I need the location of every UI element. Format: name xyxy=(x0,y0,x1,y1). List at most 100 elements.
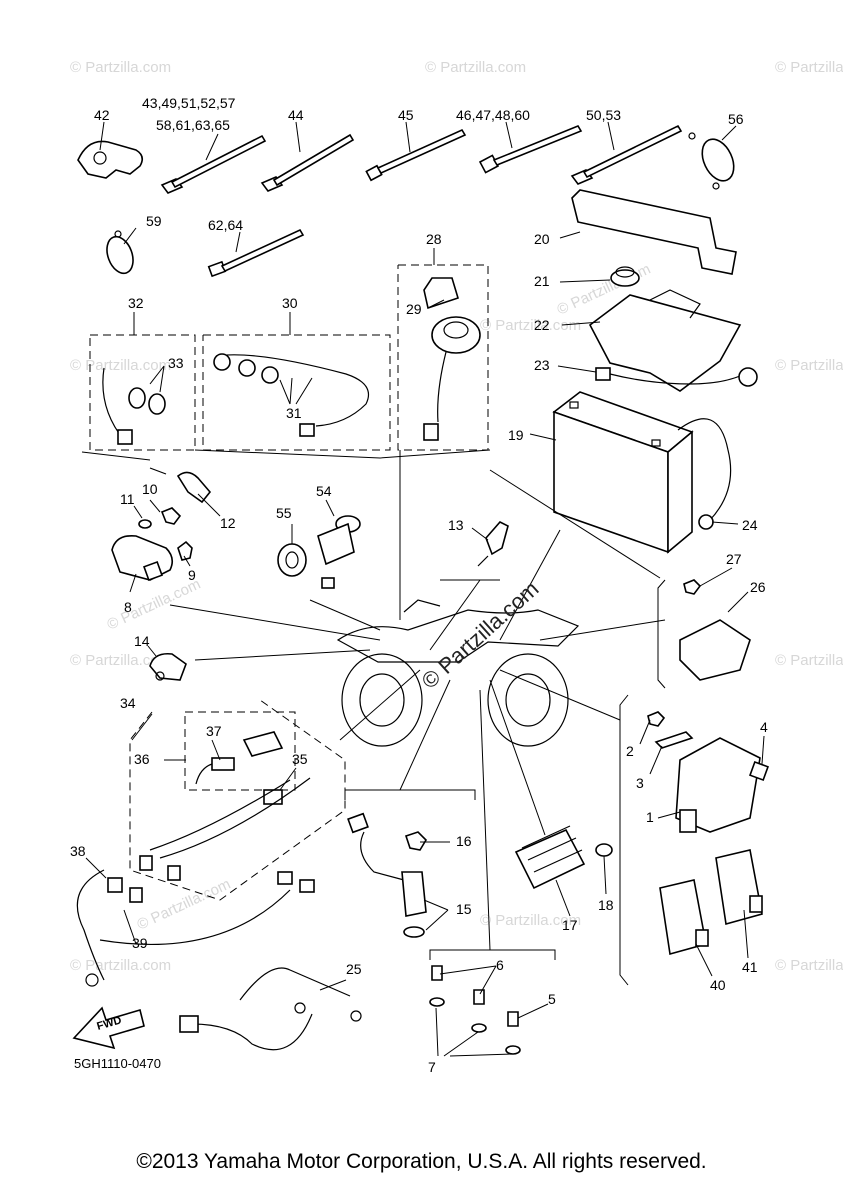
callout-6: 6 xyxy=(496,957,504,973)
grommet-59 xyxy=(106,230,134,275)
callout-46: 46,47,48,60 xyxy=(456,107,530,123)
sensor-15 xyxy=(347,812,427,938)
callout-43: 43,49,51,52,57 xyxy=(142,95,236,111)
callout-17: 17 xyxy=(562,917,578,933)
bracket-15 xyxy=(344,789,476,800)
relay-26 xyxy=(679,619,751,681)
callout-19: 19 xyxy=(508,427,524,443)
callout-29: 29 xyxy=(406,301,422,317)
box-36 xyxy=(184,711,296,791)
diagram-code: 5GH1110-0470 xyxy=(74,1056,161,1071)
atv-silhouette xyxy=(336,599,580,747)
callout-16: 16 xyxy=(456,833,472,849)
callout-14: 14 xyxy=(134,633,150,649)
callout-12: 12 xyxy=(220,515,236,531)
callout-32: 32 xyxy=(128,295,144,311)
bolt-16 xyxy=(404,831,428,851)
battery-box-22 xyxy=(588,289,742,392)
callout-1: 1 xyxy=(646,809,654,825)
callout-36: 36 xyxy=(134,751,150,767)
callout-23: 23 xyxy=(534,357,550,373)
callout-44: 44 xyxy=(288,107,304,123)
callout-34: 34 xyxy=(120,695,136,711)
callout-41: 41 xyxy=(742,959,758,975)
bracket-6 xyxy=(429,949,556,960)
bolt-18 xyxy=(595,843,613,857)
callout-9: 9 xyxy=(188,567,196,583)
callout-leaders xyxy=(85,121,765,1057)
cap-12 xyxy=(149,467,212,504)
callout-40: 40 xyxy=(710,977,726,993)
watermark: © Partzilla.com xyxy=(775,59,843,76)
grommet-56 xyxy=(688,132,735,190)
cable-tie-46 xyxy=(478,125,583,174)
callout-24: 24 xyxy=(742,517,758,533)
callout-42: 42 xyxy=(94,107,110,123)
callout-3: 3 xyxy=(636,775,644,791)
bolt-10 xyxy=(160,507,182,525)
callout-25: 25 xyxy=(346,961,362,977)
bracket-26 xyxy=(657,579,666,689)
switch-14 xyxy=(149,652,187,681)
watermark-center: © Partzilla.com xyxy=(417,576,544,694)
callout-7: 7 xyxy=(428,1059,436,1075)
callout-62: 62,64 xyxy=(208,217,243,233)
harness-34 xyxy=(139,777,311,881)
cable-tie-44 xyxy=(260,133,355,192)
lead-32 xyxy=(102,367,166,445)
cover-40 xyxy=(659,879,709,956)
callout-8: 8 xyxy=(124,599,132,615)
callout-50: 50,53 xyxy=(586,107,621,123)
washer-11 xyxy=(138,519,152,529)
bolt-2 xyxy=(647,711,666,727)
callout-11: 11 xyxy=(120,491,135,507)
socket-54 xyxy=(317,515,361,589)
watermark: © Partzilla.com xyxy=(425,59,526,76)
callout-28: 28 xyxy=(426,231,442,247)
lead-39 xyxy=(99,871,315,945)
box-34 xyxy=(129,699,346,901)
callout-18: 18 xyxy=(598,897,614,913)
callout-31: 31 xyxy=(286,405,302,421)
box-30 xyxy=(202,334,391,451)
battery-19 xyxy=(552,391,694,554)
callout-59: 59 xyxy=(146,213,162,229)
watermark: © Partzilla.com xyxy=(775,357,843,374)
watermark: © Partzilla.com xyxy=(70,357,171,374)
lead-38 xyxy=(76,869,143,987)
clamp-42 xyxy=(77,140,144,179)
callout-4: 4 xyxy=(760,719,768,735)
callout-22: 22 xyxy=(534,317,550,333)
fwd-arrow: FWD xyxy=(72,1006,145,1050)
lead-30 xyxy=(213,353,370,437)
callout-56: 56 xyxy=(728,111,744,127)
callout-10: 10 xyxy=(142,481,158,497)
callout-55: 55 xyxy=(276,505,292,521)
watermark: © Partzilla.com xyxy=(70,957,171,974)
cover-41 xyxy=(715,849,763,926)
callout-2: 2 xyxy=(626,743,634,759)
callout-39: 39 xyxy=(132,935,148,951)
callout-5: 5 xyxy=(548,991,556,1007)
cap-21 xyxy=(610,266,640,287)
starter-relay-8 xyxy=(111,534,174,581)
cable-tie-62 xyxy=(207,228,305,278)
callout-13: 13 xyxy=(448,517,464,533)
watermark: © Partzilla.com xyxy=(70,652,171,669)
callout-27: 27 xyxy=(726,551,742,567)
callout-labels: 1 2 3 4 5 6 7 8 9 10 11 12 13 14 15 16 1… xyxy=(70,95,768,1075)
callout-43b: 58,61,63,65 xyxy=(156,117,230,133)
coupler-35 xyxy=(263,789,283,805)
fuse-37 xyxy=(195,731,284,785)
callout-20: 20 xyxy=(534,231,550,247)
battery-lead-23 xyxy=(595,367,758,387)
watermark: © Partzilla.com xyxy=(775,652,843,669)
callout-30: 30 xyxy=(282,295,298,311)
callout-35: 35 xyxy=(292,751,308,767)
plug-13 xyxy=(477,521,509,567)
callout-37: 37 xyxy=(206,723,222,739)
rectifier-17 xyxy=(514,825,586,890)
callout-38: 38 xyxy=(70,843,86,859)
callout-26: 26 xyxy=(750,579,766,595)
